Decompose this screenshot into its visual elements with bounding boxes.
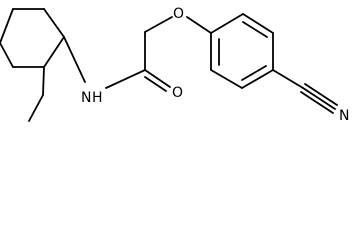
ether-oxygen-label: O [173, 6, 184, 22]
ring-bond [242, 13, 274, 34]
carbonyl-double-bond [144, 69, 171, 88]
carbonyl-oxygen-label: O [172, 85, 183, 101]
nitrile-nitrogen-label: N [339, 108, 349, 124]
amide-nitrogen-label: N [81, 90, 91, 106]
nitrile-triple-bond [302, 87, 336, 110]
ring-to-nitrile-bond [272, 69, 304, 89]
ring-bond [210, 69, 243, 89]
methylene-to-oxygen-bond [144, 16, 173, 33]
methyl-bond [28, 94, 44, 122]
ring-bond [210, 13, 244, 34]
molecule-structure: N H O O N [0, 6, 349, 124]
carbonyl-double-bond-second [144, 76, 167, 92]
ring-bond [43, 36, 65, 68]
ring-bond [241, 69, 274, 89]
benzene-ring [210, 13, 274, 89]
aromatic-inner-bond [241, 65, 267, 81]
nitrile-triple-bond [300, 91, 334, 114]
cyclohexyl-ring [0, 8, 65, 68]
methyl-bond [42, 66, 45, 96]
oxygen-to-ring-bond [186, 16, 212, 34]
ring-bond [0, 8, 14, 44]
ring-to-nitrogen-bond [63, 36, 86, 83]
aromatic-inner-bond [242, 21, 268, 38]
ring-bond [0, 42, 14, 68]
amide-hydrogen-label: H [92, 90, 103, 106]
nitrile-triple-bond [304, 83, 338, 106]
ring-bond [43, 8, 65, 38]
nitrogen-to-carbonyl-bond [105, 69, 146, 89]
